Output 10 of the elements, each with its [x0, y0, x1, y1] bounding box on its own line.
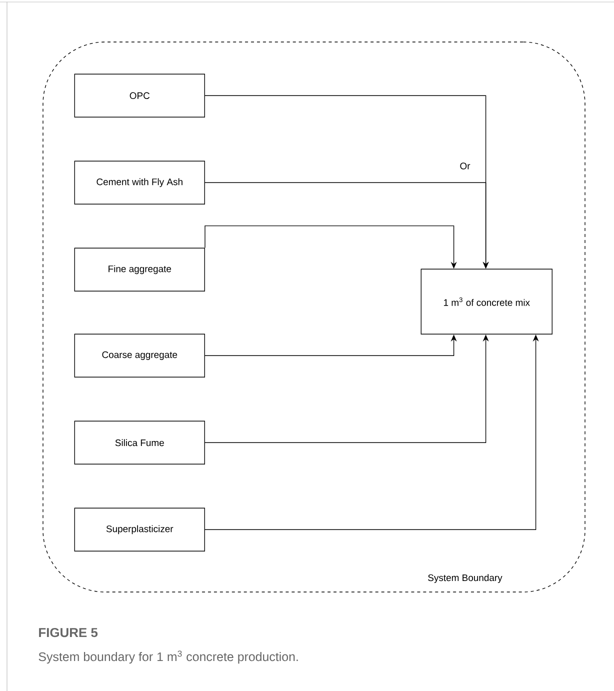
result-box: 1 m$^{3}$ of concrete mix [420, 268, 552, 334]
input-box: Cement with Fly Ash [74, 160, 205, 204]
input-box: Fine aggregate [74, 248, 205, 292]
input-box: Superplasticizer [74, 508, 205, 552]
input-box: OPC [74, 74, 205, 118]
input-box: Coarse aggregate [74, 334, 205, 378]
edge-label: Or [458, 162, 472, 170]
input-box: Silica Fume [74, 420, 205, 464]
figure-caption: System boundary for 1 m$^{3}$ concrete production. [38, 650, 298, 664]
figure-title: FIGURE 5 [39, 628, 98, 638]
